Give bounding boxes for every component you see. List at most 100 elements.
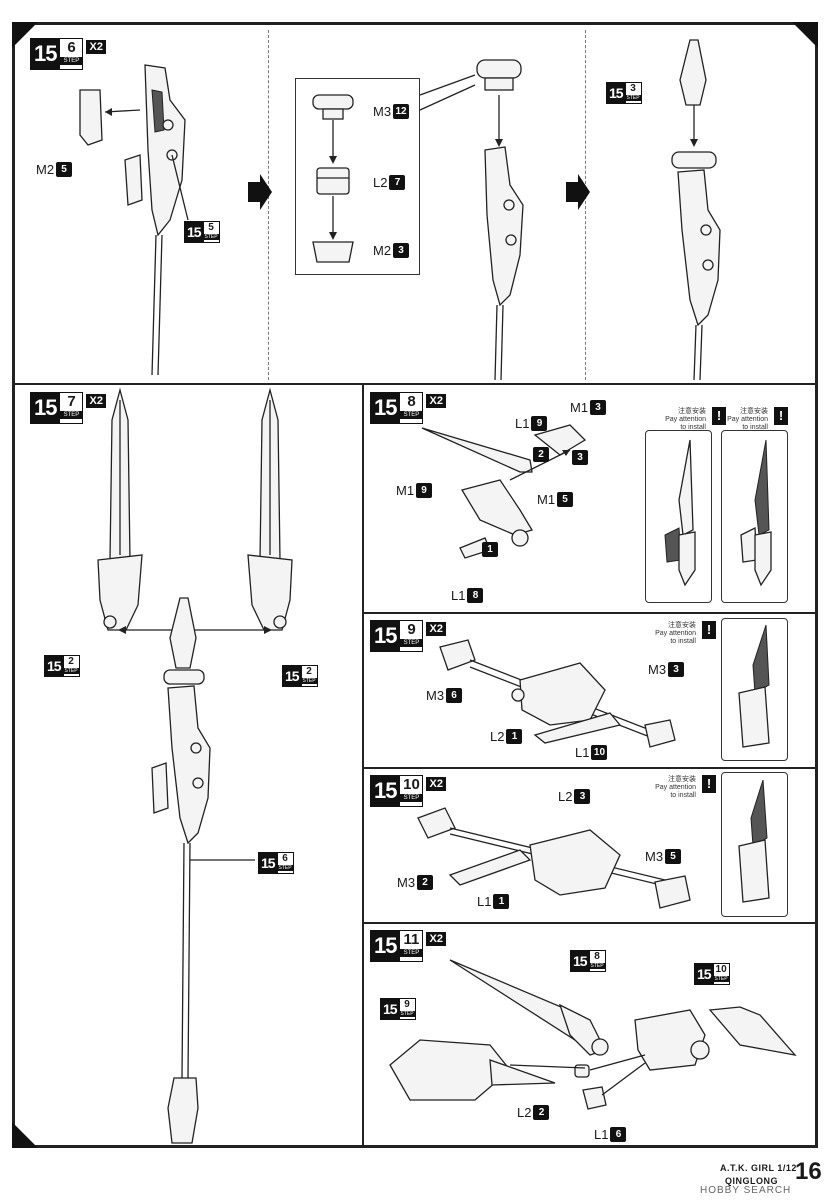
row-divider bbox=[362, 612, 818, 614]
watermark: HOBBY SEARCH bbox=[700, 1185, 792, 1196]
part-number: 3 bbox=[590, 400, 607, 415]
part-number: 8 bbox=[467, 588, 484, 603]
part-code: M3 bbox=[648, 662, 667, 677]
step-tag: STEP bbox=[589, 963, 605, 969]
part-code: L2 bbox=[558, 789, 573, 804]
part-number: 5 bbox=[665, 849, 682, 864]
part-code: L1 bbox=[477, 894, 492, 909]
final-assembly-drawing bbox=[389, 959, 797, 1110]
weapon-pole-drawing bbox=[671, 39, 721, 381]
step-number: 15 bbox=[606, 82, 626, 104]
part-number: 1 bbox=[506, 729, 523, 744]
warning-note: 注意安装 Pay attention to install ! bbox=[646, 775, 716, 800]
row-divider bbox=[12, 383, 818, 385]
column-divider bbox=[362, 383, 364, 1148]
part-number: 3 bbox=[393, 243, 410, 258]
blade-left-drawing bbox=[97, 387, 143, 631]
multiplier-badge: X2 bbox=[86, 394, 106, 408]
warning-icon: ! bbox=[702, 621, 716, 639]
row-divider bbox=[362, 922, 818, 924]
multiplier-badge: X2 bbox=[426, 622, 446, 636]
step-tag: STEP bbox=[400, 639, 423, 647]
step-number: 15 bbox=[370, 775, 401, 807]
page-frame bbox=[12, 22, 818, 1148]
part-number: 6 bbox=[610, 1127, 627, 1142]
part-code: M3 bbox=[426, 688, 445, 703]
part-number: 9 bbox=[531, 416, 548, 431]
step-sub-number: 6 bbox=[67, 39, 76, 56]
step-number: 15 bbox=[258, 852, 278, 874]
step-sub-number: 5 bbox=[208, 222, 214, 233]
weapon-pole-drawing bbox=[79, 64, 189, 376]
warning-note: 注意安装 Pay attention to install ! bbox=[722, 407, 788, 432]
part-number: 2 bbox=[533, 1105, 550, 1120]
row-divider bbox=[362, 767, 818, 769]
part-number: 5 bbox=[56, 162, 73, 177]
step-sub-number: 9 bbox=[404, 999, 410, 1010]
step-number: 15 bbox=[370, 620, 401, 652]
assembly-drawing bbox=[417, 807, 691, 909]
part-number: 1 bbox=[493, 894, 510, 909]
part-number: 3 bbox=[668, 662, 685, 677]
step-sub-number: 6 bbox=[282, 853, 288, 864]
central-pole-drawing bbox=[151, 597, 255, 1144]
warning-icon: ! bbox=[712, 407, 726, 425]
step-number: 15 bbox=[380, 998, 400, 1020]
part-number: 12 bbox=[393, 104, 410, 119]
part-number: 6 bbox=[446, 688, 463, 703]
step-number: 15 bbox=[184, 221, 204, 243]
order-marker: 1 bbox=[480, 542, 498, 558]
order-marker: 2 bbox=[531, 447, 549, 463]
order-marker: 3 bbox=[570, 450, 588, 466]
footer-subtitle: QINGLONG bbox=[725, 1176, 778, 1186]
page-number: 16 bbox=[795, 1158, 822, 1185]
part-code: M1 bbox=[537, 492, 556, 507]
step-sub-number: 8 bbox=[594, 951, 600, 962]
step-tag: STEP bbox=[400, 411, 423, 419]
part-number: 5 bbox=[557, 492, 574, 507]
blade-right-drawing bbox=[247, 387, 293, 631]
step-number: 15 bbox=[30, 38, 61, 70]
step-number: 15 bbox=[694, 963, 714, 985]
step-sub-number: 7 bbox=[67, 393, 76, 410]
part-code: L1 bbox=[451, 588, 466, 603]
step-tag: STEP bbox=[203, 234, 219, 240]
step-tag: STEP bbox=[60, 411, 83, 419]
part-code: L2 bbox=[490, 729, 505, 744]
part-code: M3 bbox=[373, 104, 392, 119]
blade-detail-drawing bbox=[664, 439, 696, 587]
warning-note: 注意安装 Pay attention to install ! bbox=[646, 621, 716, 646]
parts-exploded-drawing bbox=[312, 94, 354, 263]
detail-panel bbox=[721, 430, 788, 603]
step-sub-number: 2 bbox=[68, 656, 74, 667]
footer-title: A.T.K. GIRL 1/12 bbox=[720, 1163, 797, 1173]
step-tag: STEP bbox=[400, 794, 423, 802]
step-tag: STEP bbox=[400, 949, 423, 957]
step-sub-number: 11 bbox=[403, 931, 420, 948]
warning-icon: ! bbox=[702, 775, 716, 793]
weapon-pole-drawing bbox=[476, 59, 524, 381]
assembly-drawing bbox=[439, 639, 676, 748]
part-code: M2 bbox=[36, 162, 55, 177]
step-number: 15 bbox=[282, 665, 302, 687]
warning-note: 注意安装 Pay attention to install ! bbox=[646, 407, 726, 432]
part-number: 2 bbox=[417, 875, 434, 890]
